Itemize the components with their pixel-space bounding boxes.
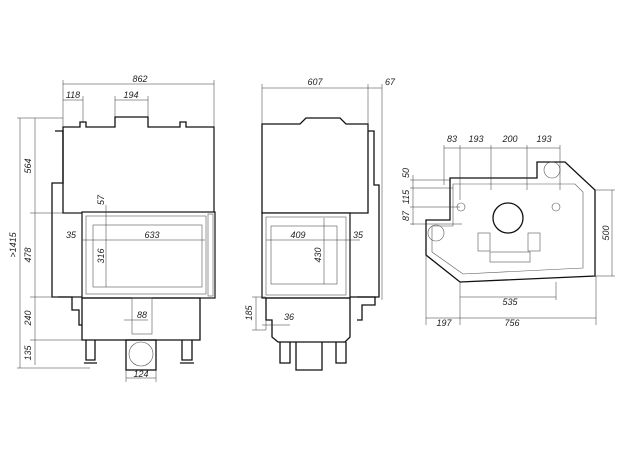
dim-side-offset: 67 (385, 77, 396, 87)
dim-top-83: 83 (447, 134, 457, 144)
dim-top-200: 200 (501, 134, 517, 144)
dim-front-side-margin: 35 (66, 230, 77, 240)
dim-top-87: 87 (401, 210, 411, 221)
dim-side-glass-height: 430 (313, 247, 323, 262)
dim-glass-height: 316 (96, 248, 106, 263)
dim-flue-width: 194 (123, 90, 138, 100)
dim-glass-top: 57 (96, 194, 106, 205)
dim-side-depth: 607 (307, 77, 323, 87)
dim-top-535: 535 (502, 297, 518, 307)
dim-front-offset: 118 (66, 90, 80, 100)
dim-top-500: 500 (601, 225, 611, 240)
dim-front-width: 862 (132, 74, 147, 84)
dim-air-inlet: 88 (137, 310, 147, 320)
dim-inlet-width: 124 (133, 369, 148, 379)
dim-upper-height: 564 (23, 158, 33, 173)
dim-base-step: 185 (244, 305, 254, 321)
dim-top-197: 197 (436, 318, 452, 328)
dim-top-756: 756 (504, 318, 519, 328)
side-view: 607 67 409 35 430 185 36 (244, 77, 396, 371)
dim-base-height: 240 (23, 310, 33, 326)
dim-top-193-b: 193 (536, 134, 551, 144)
dim-side-margin: 35 (353, 230, 364, 240)
dim-door-height: 478 (23, 247, 33, 262)
dim-side-glass-width: 409 (290, 230, 305, 240)
dim-top-50: 50 (401, 168, 411, 178)
dim-base-inset: 36 (284, 312, 294, 322)
dim-total-height: >1415 (8, 231, 18, 257)
top-view: 83 193 200 193 50 115 87 500 535 197 756 (401, 134, 615, 328)
dim-top-193-a: 193 (468, 134, 483, 144)
dim-top-115: 115 (401, 189, 411, 204)
dim-leg-height: 135 (23, 345, 33, 361)
dim-glass-width: 633 (144, 230, 159, 240)
front-view: 862 118 194 >1415 564 478 240 135 57 35 … (8, 74, 216, 382)
